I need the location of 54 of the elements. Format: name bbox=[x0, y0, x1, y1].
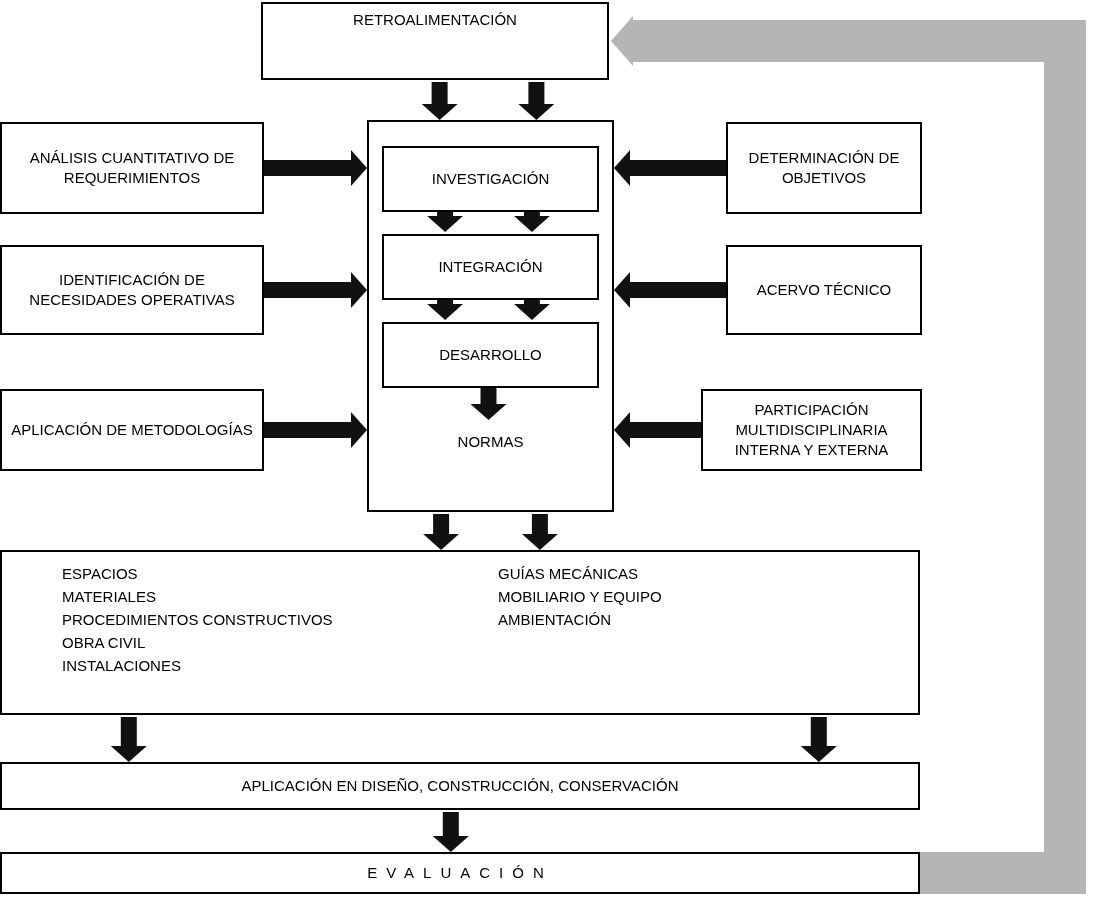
block-arrow bbox=[427, 300, 464, 320]
feedback-arrow bbox=[611, 16, 1086, 894]
list-item: PROCEDIMIENTOS CONSTRUCTIVOS bbox=[62, 610, 334, 630]
block-arrow bbox=[614, 150, 726, 186]
process-box bbox=[382, 146, 599, 212]
list-item: OBRA CIVIL bbox=[62, 633, 147, 653]
block-arrow bbox=[110, 717, 147, 762]
node-text: INTEGRACIÓN bbox=[438, 257, 543, 277]
node-text: PARTICIPACIÓN MULTIDISCIPLINARIA INTERNA Y EXTERNA bbox=[733, 400, 890, 460]
node-text: EVALUACIÓN bbox=[367, 863, 553, 883]
list-item: GUÍAS MECÁNICAS bbox=[498, 564, 640, 584]
block-arrow bbox=[518, 82, 555, 120]
list-item: ESPACIOS bbox=[62, 564, 139, 584]
list-box bbox=[0, 550, 920, 715]
node-text: IDENTIFICACIÓN DE NECESIDADES OPERATIVAS bbox=[28, 270, 236, 310]
block-arrow bbox=[614, 272, 726, 308]
node-text: RETROALIMENTACIÓN bbox=[353, 10, 517, 30]
process-box bbox=[726, 122, 922, 214]
block-arrow bbox=[513, 212, 550, 232]
list-item: MOBILIARIO Y EQUIPO bbox=[498, 587, 663, 607]
process-box bbox=[382, 234, 599, 300]
process-box bbox=[0, 852, 920, 894]
list-item: INSTALACIONES bbox=[62, 656, 182, 676]
process-frame bbox=[367, 120, 614, 512]
block-arrow bbox=[432, 812, 469, 852]
process-box bbox=[701, 389, 922, 471]
block-arrow bbox=[264, 412, 367, 448]
block-arrow bbox=[427, 212, 464, 232]
block-arrow bbox=[470, 388, 507, 420]
block-arrow bbox=[521, 514, 558, 550]
block-arrow bbox=[800, 717, 837, 762]
block-arrow bbox=[264, 272, 367, 308]
block-arrow bbox=[264, 150, 367, 186]
node-text: DETERMINACIÓN DE OBJETIVOS bbox=[747, 148, 901, 188]
node-text: INVESTIGACIÓN bbox=[431, 169, 550, 189]
list-item: MATERIALES bbox=[62, 587, 157, 607]
node-text: ACERVO TÉCNICO bbox=[756, 280, 892, 300]
process-box bbox=[726, 245, 922, 335]
process-box bbox=[261, 2, 609, 80]
process-box bbox=[0, 245, 264, 335]
process-box bbox=[0, 389, 264, 471]
node-text: DESARROLLO bbox=[439, 345, 542, 365]
node-text: APLICACIÓN EN DISEÑO, CONSTRUCCIÓN, CONSERVACIÓN bbox=[241, 776, 679, 796]
block-arrow bbox=[614, 412, 701, 448]
node-text: APLICACIÓN DE METODOLOGÍAS bbox=[11, 420, 253, 440]
block-arrow bbox=[423, 514, 460, 550]
process-box bbox=[0, 122, 264, 214]
node-label: NORMAS bbox=[457, 431, 524, 452]
process-box bbox=[382, 322, 599, 388]
block-arrow bbox=[421, 82, 458, 120]
list-item: AMBIENTACIÓN bbox=[498, 610, 613, 630]
process-box bbox=[0, 762, 920, 810]
block-arrow bbox=[513, 300, 550, 320]
node-text: ANÁLISIS CUANTITATIVO DE REQUERIMIENTOS bbox=[28, 148, 236, 188]
